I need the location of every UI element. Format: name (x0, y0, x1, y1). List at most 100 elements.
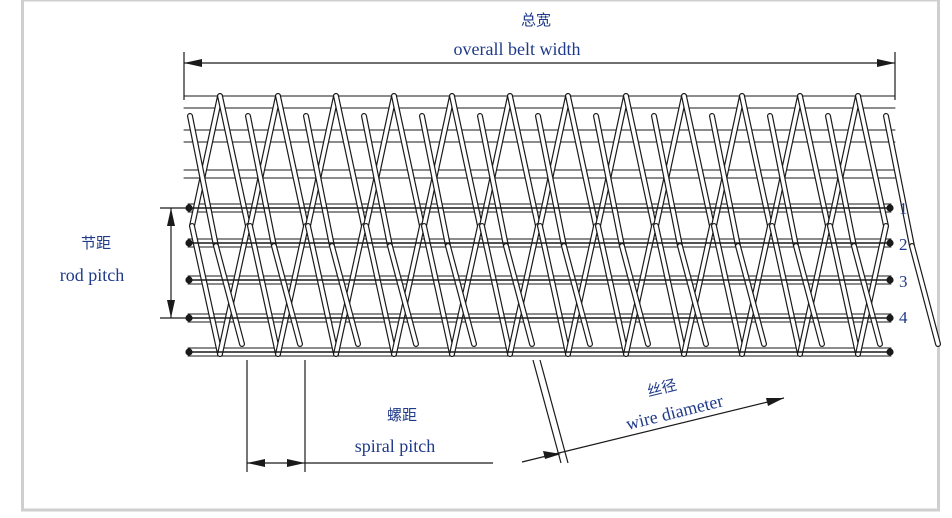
spiral-wire-core (364, 224, 396, 356)
spiral-wire-back-core (794, 244, 824, 346)
spiral-wire-core (218, 224, 250, 356)
spiral-wire-back-core (826, 114, 856, 248)
spiral-wire-core (422, 224, 454, 356)
rod-pitch-en-label: rod pitch (60, 265, 125, 285)
overall-width-cn-label: 总宽 (521, 11, 551, 29)
spiral-wire-core (856, 224, 888, 356)
spiral-pitch-en-label: spiral pitch (355, 436, 435, 456)
spiral-wire-core (856, 94, 888, 228)
spiral-pitch-cn-label: 螺距 (387, 406, 417, 424)
spiral-wire-back-core (652, 114, 682, 248)
spiral-wire-back-core (678, 244, 708, 346)
rod-end-dot-left (185, 348, 193, 356)
spiral-wire-back-core (768, 114, 798, 248)
spiral-wire-back-core (852, 244, 882, 346)
spiral-wire-core (480, 94, 512, 228)
wire-diameter-callout (521, 359, 785, 464)
spiral-wire-core (596, 94, 628, 228)
spiral-wire-core (450, 94, 482, 228)
spiral-wire-core (306, 224, 338, 356)
spiral-pitch-arrow-left (247, 459, 265, 467)
rod-number-3: 3 (899, 272, 908, 291)
spiral-wire-core (508, 94, 540, 228)
rod-pitch-arrow-bottom (167, 300, 175, 318)
spiral-wire-core (334, 224, 366, 356)
rod-number-4: 4 (899, 308, 908, 327)
spiral-wire-back-core (504, 244, 534, 346)
spiral-wire-core (422, 94, 454, 228)
spiral-wire-core (596, 224, 628, 356)
spiral-wire-core (566, 224, 598, 356)
spiral-wire-core (712, 224, 744, 356)
rod-end-dot-left (185, 276, 193, 284)
spiral-wire-back-core (304, 114, 334, 248)
spiral-wire-back-core (246, 114, 276, 248)
overall-width-dimension (183, 52, 896, 100)
spiral-wire-core (306, 94, 338, 228)
spiral-wire-back-core (272, 244, 302, 346)
spiral-wire-core (682, 94, 714, 228)
spiral-wire-back-core (188, 114, 218, 248)
rod-end-dot-right (886, 276, 894, 284)
rod-end-dot-right (886, 239, 894, 247)
rod-end-dot-left (185, 239, 193, 247)
overall-width-arrow-left (184, 59, 202, 67)
spiral-wire-core (190, 94, 222, 228)
spiral-wire-core (740, 224, 772, 356)
spiral-wire-core (538, 224, 570, 356)
belt-mesh (183, 93, 941, 357)
rod-number-1: 1 (899, 199, 908, 218)
spiral-wire-back-core (620, 244, 650, 346)
rod-end-dot-right (886, 348, 894, 356)
frame-border (21, 0, 940, 512)
spiral-wire-core (392, 94, 424, 228)
wire-diameter-arrow-right (766, 398, 784, 406)
rod-pitch-arrow-top (167, 208, 175, 226)
wire-diameter-en-label: wire diameter (624, 390, 725, 433)
spiral-wire-back-core (420, 114, 450, 248)
spiral-wire-core (248, 224, 280, 356)
spiral-wire-core (624, 94, 656, 228)
rod-number-2: 2 (899, 235, 908, 254)
overall-width-arrow-right (877, 59, 895, 67)
rod-pitch-dimension (160, 207, 190, 319)
spiral-wire-core (828, 94, 860, 228)
spiral-wire-core (276, 224, 308, 356)
spiral-wire-core (798, 224, 830, 356)
spiral-wire-core (624, 224, 656, 356)
rod-end-dot-right (886, 314, 894, 322)
spiral-wire-back-core (478, 114, 508, 248)
spiral-wire-back-core (214, 244, 244, 346)
spiral-wire-back-core (884, 114, 914, 248)
spiral-wire-core (392, 224, 424, 356)
spiral-wire-back-core (562, 244, 592, 346)
overall-width-en-label: overall belt width (454, 39, 581, 59)
spiral-wire-core (450, 224, 482, 356)
spiral-wire-core (712, 94, 744, 228)
spiral-wire-core (248, 94, 280, 228)
spiral-wire-core (276, 94, 308, 228)
spiral-wire-core (508, 224, 540, 356)
spiral-wire-core (828, 224, 860, 356)
spiral-wire-core (682, 224, 714, 356)
spiral-wire-back-core (594, 114, 624, 248)
wire-diameter-arrow-left (543, 451, 561, 459)
spiral-wire-back-core (446, 244, 476, 346)
spiral-wire-core (654, 224, 686, 356)
spiral-wire-back-core (536, 114, 566, 248)
rod-pitch-cn-label: 节距 (81, 234, 111, 252)
spiral-wire-back-core (388, 244, 418, 346)
spiral-wire-back-core (910, 244, 940, 346)
spiral-wire-back-core (362, 114, 392, 248)
spiral-wire-core (190, 224, 222, 356)
spiral-wire-core (740, 94, 772, 228)
spiral-wire-core (770, 94, 802, 228)
spiral-wire-core (566, 94, 598, 228)
rod-end-dot-right (886, 204, 894, 212)
spiral-wire-core (538, 94, 570, 228)
spiral-wire-core (654, 94, 686, 228)
spiral-wire-core (218, 94, 250, 228)
spiral-wire-core (798, 94, 830, 228)
